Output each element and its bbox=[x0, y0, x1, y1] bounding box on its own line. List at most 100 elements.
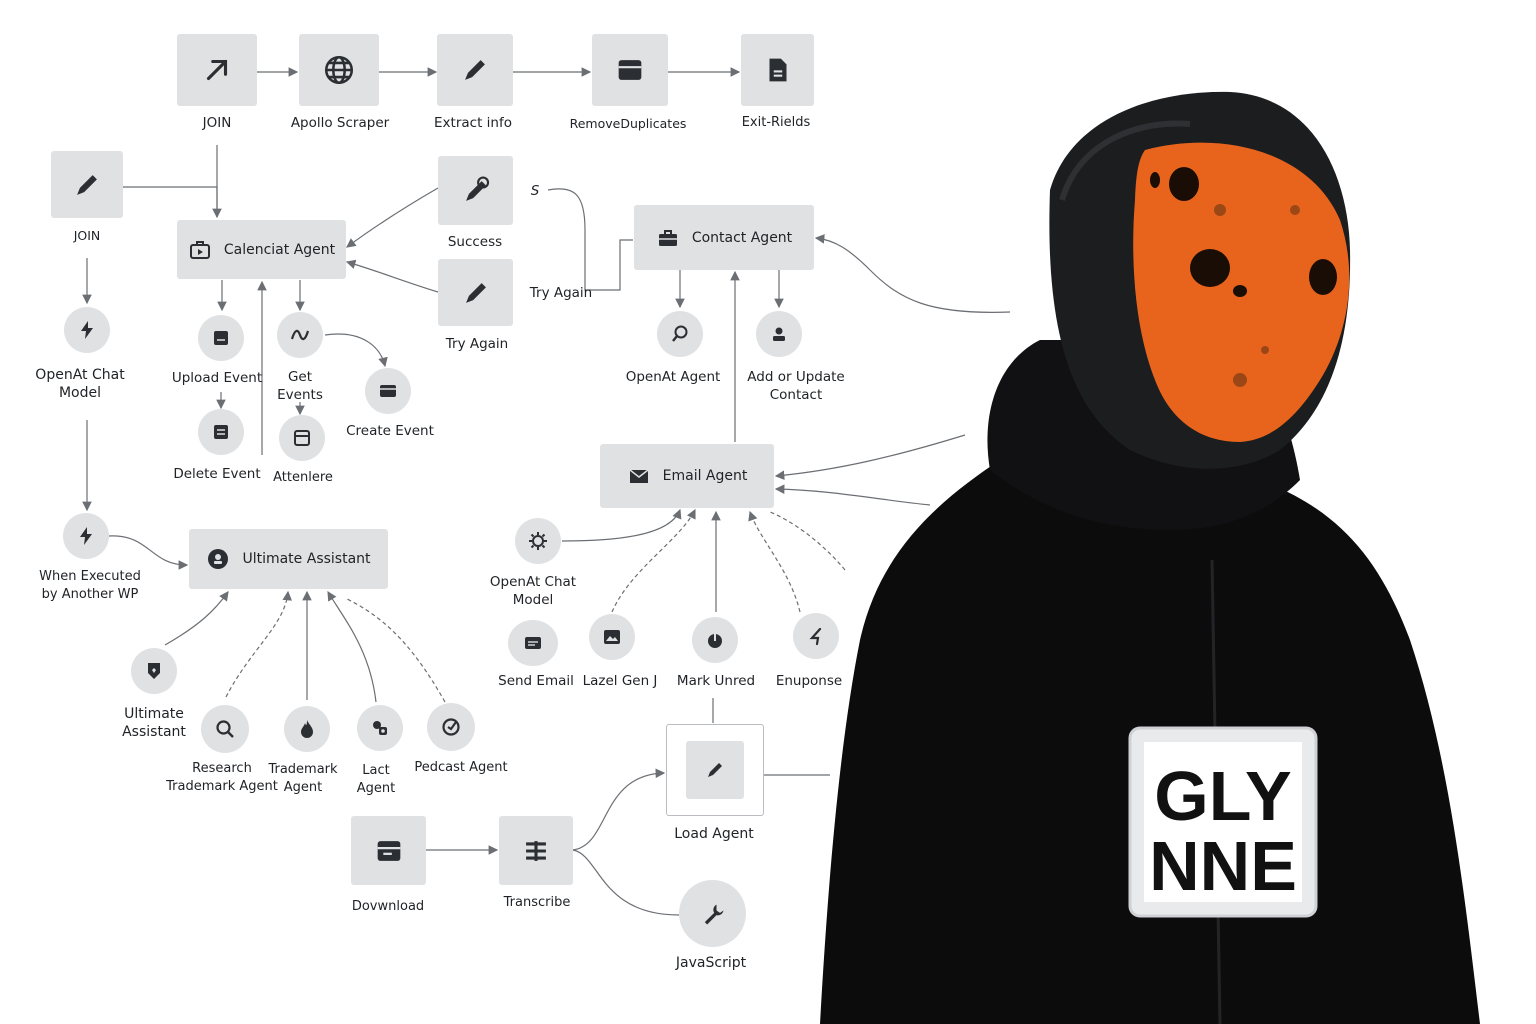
success-label: Success bbox=[447, 234, 503, 250]
contact-agent-label: Contact Agent bbox=[691, 229, 793, 246]
create-event-label: Create Event bbox=[346, 423, 434, 439]
success-side-label: S bbox=[530, 183, 540, 199]
calendar-icon bbox=[214, 331, 228, 345]
email-agent-label: Email Agent bbox=[662, 468, 748, 484]
delete-event-label: Delete Event bbox=[173, 466, 261, 482]
download-node[interactable] bbox=[351, 816, 426, 885]
delete-event-node[interactable] bbox=[198, 409, 244, 455]
attendee-node[interactable] bbox=[279, 415, 325, 461]
lact-agent-node[interactable] bbox=[357, 705, 403, 751]
bolt-icon bbox=[80, 527, 92, 545]
openai-chat-node[interactable] bbox=[64, 307, 110, 353]
openai-agent-node[interactable] bbox=[657, 311, 703, 357]
contact-agent-node[interactable]: Contact Agent bbox=[634, 205, 814, 270]
javascript-node[interactable] bbox=[679, 880, 746, 947]
create-event-node[interactable] bbox=[365, 368, 411, 414]
calendar-agent-label: Calenciat Agent bbox=[223, 241, 336, 258]
email-agent-node[interactable]: Email Agent bbox=[600, 444, 774, 508]
lazel-gen-node[interactable] bbox=[589, 614, 635, 660]
add-update-contact-node[interactable] bbox=[756, 311, 802, 357]
load-agent-inner bbox=[686, 741, 744, 799]
window-icon bbox=[294, 430, 310, 446]
list-icon bbox=[214, 425, 228, 439]
gear-icon bbox=[529, 532, 547, 550]
get-events-node[interactable] bbox=[277, 312, 323, 358]
success-node[interactable] bbox=[438, 156, 513, 225]
try-again-node[interactable] bbox=[438, 259, 513, 326]
mark-unread-node[interactable] bbox=[692, 617, 738, 663]
enuponse-label: Enuponse bbox=[775, 673, 843, 689]
join-left-node[interactable] bbox=[51, 151, 123, 218]
join-label: JOIN bbox=[202, 115, 232, 131]
wave-icon bbox=[290, 329, 310, 341]
pen-icon bbox=[465, 282, 486, 303]
power-icon bbox=[708, 634, 722, 648]
shield-icon bbox=[148, 663, 160, 679]
helmet-ridge bbox=[1059, 120, 1191, 201]
mask-rust bbox=[1214, 204, 1300, 387]
join-node[interactable] bbox=[177, 34, 257, 106]
attendee-label: Attenlere bbox=[273, 470, 333, 485]
apollo-scraper-label: Apollo Scraper bbox=[290, 115, 390, 131]
search-icon bbox=[216, 720, 234, 738]
envelope-icon bbox=[629, 469, 649, 483]
mark-unread-label: Mark Unred bbox=[676, 673, 756, 689]
try-again-label: Try Again bbox=[445, 336, 509, 352]
arrow-up-right-icon bbox=[206, 59, 228, 81]
ultimate-assistant-node[interactable]: Ultimate Assistant bbox=[189, 529, 388, 589]
globe-icon bbox=[324, 55, 354, 85]
ultimate-sub-node[interactable] bbox=[131, 648, 177, 694]
extract-info-label: Extract info bbox=[434, 115, 512, 131]
menu-icon bbox=[526, 840, 546, 861]
image-icon bbox=[604, 630, 620, 644]
upload-event-node[interactable] bbox=[198, 315, 244, 361]
pen-icon bbox=[465, 60, 485, 80]
bolt-icon bbox=[81, 321, 93, 339]
trademark-node[interactable] bbox=[284, 706, 330, 752]
remove-duplicates-node[interactable] bbox=[592, 34, 668, 106]
shapes-icon bbox=[373, 721, 387, 735]
flame-icon bbox=[301, 720, 313, 738]
javascript-label: JavaScript bbox=[675, 955, 747, 971]
calendar-agent-node[interactable]: Calenciat Agent bbox=[177, 220, 346, 279]
exit-fields-label: Exit-Rields bbox=[741, 115, 811, 130]
podcast-agent-label: Pedcast Agent bbox=[414, 760, 508, 775]
exit-fields-node[interactable] bbox=[741, 34, 814, 106]
email-chat-model-node[interactable] bbox=[515, 518, 561, 564]
send-email-node[interactable] bbox=[508, 620, 558, 666]
try-again-side-label: Try Again bbox=[529, 285, 593, 301]
badge-line-1: GLY bbox=[1154, 757, 1291, 835]
chest-badge-face bbox=[1144, 742, 1302, 902]
research-node[interactable] bbox=[201, 705, 249, 753]
ultimate-assistant-label: Ultimate Assistant bbox=[242, 551, 371, 567]
when-executed-node[interactable] bbox=[63, 513, 109, 559]
person-icon bbox=[773, 327, 785, 341]
upload-event-label: Upload Event bbox=[171, 370, 263, 386]
enuponse-node[interactable] bbox=[793, 613, 839, 659]
apollo-scraper-node[interactable] bbox=[299, 34, 379, 106]
download-label: Dovwnload bbox=[351, 899, 425, 914]
stack-icon bbox=[377, 840, 400, 861]
wrench-icon bbox=[704, 904, 723, 924]
transcribe-node[interactable] bbox=[499, 816, 573, 885]
toolbox-icon bbox=[658, 229, 677, 246]
lazel-gen-label: Lazel Gen J bbox=[582, 673, 658, 689]
briefcase-icon bbox=[189, 240, 210, 259]
podcast-agent-node[interactable] bbox=[427, 703, 475, 751]
card-icon bbox=[380, 385, 396, 397]
pen-icon bbox=[77, 174, 97, 195]
pen-icon bbox=[708, 763, 722, 777]
magnifier-icon bbox=[672, 325, 688, 342]
transcribe-label: Transcribe bbox=[503, 895, 571, 910]
send-email-label: Send Email bbox=[498, 673, 574, 689]
masked-figure: GLY NNE bbox=[820, 91, 1480, 1024]
extract-info-node[interactable] bbox=[437, 34, 513, 106]
load-agent-node[interactable] bbox=[666, 724, 764, 816]
mask-features bbox=[1150, 167, 1337, 297]
